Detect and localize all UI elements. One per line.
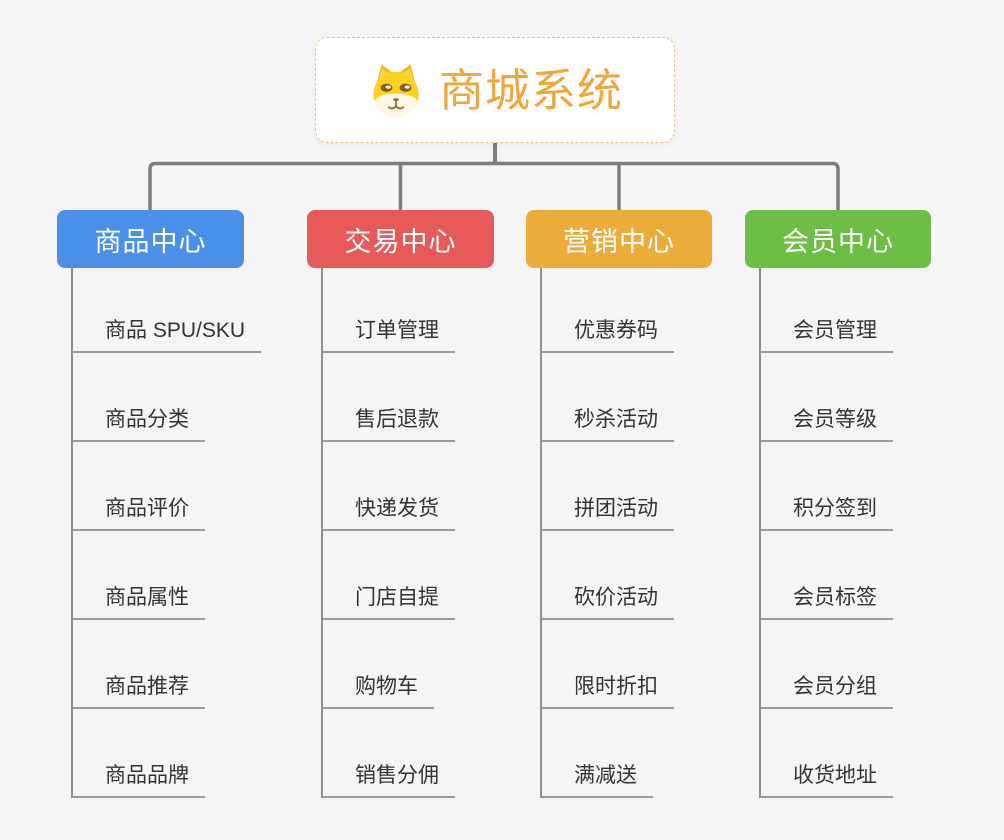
leaf-label: 积分签到 xyxy=(761,496,893,531)
leaf-column-product: 商品 SPU/SKU 商品分类 商品评价 商品属性 商品推荐 商品品牌 xyxy=(71,268,262,798)
leaf-node[interactable]: 商品评价 xyxy=(73,442,261,531)
leaf-node[interactable]: 会员分组 xyxy=(761,620,893,709)
leaf-node[interactable]: 订单管理 xyxy=(323,268,455,353)
leaf-node[interactable]: 门店自提 xyxy=(323,531,455,620)
leaf-node[interactable]: 拼团活动 xyxy=(542,442,674,531)
leaf-column-trade: 订单管理 售后退款 快递发货 门店自提 购物车 销售分佣 xyxy=(321,268,455,798)
leaf-node[interactable]: 会员等级 xyxy=(761,353,893,442)
leaf-node[interactable]: 收货地址 xyxy=(761,709,893,798)
branch-label: 商品中心 xyxy=(94,226,207,257)
leaf-label: 商品分类 xyxy=(73,407,205,442)
leaf-label: 优惠券码 xyxy=(542,318,674,353)
leaf-label: 售后退款 xyxy=(323,407,455,442)
leaf-label: 商品 SPU/SKU xyxy=(73,318,262,353)
leaf-label: 秒杀活动 xyxy=(542,407,674,442)
leaf-node[interactable]: 商品属性 xyxy=(73,531,261,620)
leaf-label: 会员管理 xyxy=(761,318,893,353)
leaf-node[interactable]: 满减送 xyxy=(542,709,674,798)
leaf-label: 拼团活动 xyxy=(542,496,674,531)
leaf-label: 快递发货 xyxy=(323,496,455,531)
branch-node-trade-center[interactable]: 交易中心 xyxy=(307,210,494,268)
leaf-node[interactable]: 会员管理 xyxy=(761,268,893,353)
leaf-node[interactable]: 会员标签 xyxy=(761,531,893,620)
branch-label: 交易中心 xyxy=(344,226,457,257)
dog-face-icon xyxy=(373,64,419,118)
leaf-node[interactable]: 售后退款 xyxy=(323,353,455,442)
leaf-label: 订单管理 xyxy=(323,318,455,353)
leaf-node[interactable]: 购物车 xyxy=(323,620,455,709)
leaf-label: 销售分佣 xyxy=(323,763,455,798)
leaf-column-marketing: 优惠券码 秒杀活动 拼团活动 砍价活动 限时折扣 满减送 xyxy=(540,268,674,798)
branch-label: 会员中心 xyxy=(782,226,894,257)
leaf-label: 商品评价 xyxy=(73,496,205,531)
root-node[interactable]: 商城系统 xyxy=(315,37,675,143)
leaf-label: 商品品牌 xyxy=(73,763,205,798)
leaf-node[interactable]: 销售分佣 xyxy=(323,709,455,798)
leaf-label: 购物车 xyxy=(323,674,434,709)
leaf-node[interactable]: 商品品牌 xyxy=(73,709,261,798)
root-title: 商城系统 xyxy=(438,64,623,116)
leaf-node[interactable]: 快递发货 xyxy=(323,442,455,531)
leaf-label: 商品属性 xyxy=(73,585,205,620)
leaf-column-member: 会员管理 会员等级 积分签到 会员标签 会员分组 收货地址 xyxy=(759,268,893,798)
leaf-label: 会员分组 xyxy=(761,674,893,709)
leaf-label: 会员标签 xyxy=(761,585,893,620)
branch-node-member-center[interactable]: 会员中心 xyxy=(745,210,931,268)
leaf-node[interactable]: 优惠券码 xyxy=(542,268,674,353)
branch-node-marketing-center[interactable]: 营销中心 xyxy=(526,210,712,268)
leaf-label: 限时折扣 xyxy=(542,674,674,709)
leaf-node[interactable]: 砍价活动 xyxy=(542,531,674,620)
leaf-label: 门店自提 xyxy=(323,585,455,620)
leaf-label: 收货地址 xyxy=(761,763,893,798)
leaf-label: 商品推荐 xyxy=(73,674,205,709)
leaf-label: 满减送 xyxy=(542,763,653,798)
leaf-node[interactable]: 秒杀活动 xyxy=(542,353,674,442)
leaf-node[interactable]: 商品推荐 xyxy=(73,620,261,709)
branch-node-product-center[interactable]: 商品中心 xyxy=(57,210,244,268)
branch-label: 营销中心 xyxy=(563,226,675,257)
leaf-node[interactable]: 限时折扣 xyxy=(542,620,674,709)
leaf-label: 砍价活动 xyxy=(542,585,674,620)
leaf-node[interactable]: 商品 SPU/SKU xyxy=(73,268,262,353)
leaf-node[interactable]: 商品分类 xyxy=(73,353,261,442)
leaf-node[interactable]: 积分签到 xyxy=(761,442,893,531)
leaf-label: 会员等级 xyxy=(761,407,893,442)
